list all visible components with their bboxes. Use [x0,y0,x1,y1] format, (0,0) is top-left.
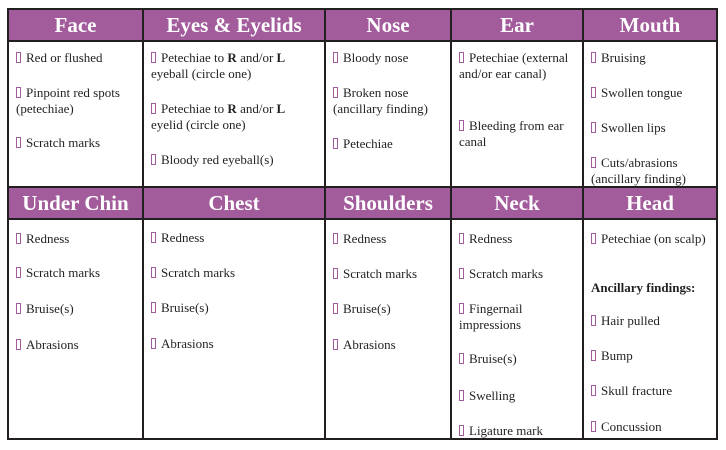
section-title: Mouth [584,10,716,42]
section-title: Eyes & Eyelids [144,10,324,42]
section-shoulders: Shoulders Redness Scratch marks Bruise(s… [324,186,450,438]
section-title: Neck [452,188,582,220]
checkbox-item[interactable]: Bloody nose [333,50,446,66]
checkbox-icon[interactable] [591,87,596,98]
checkbox-icon[interactable] [459,268,464,279]
section-title: Shoulders [326,188,450,220]
checkbox-item[interactable]: Swollen tongue [591,85,712,101]
checkbox-item[interactable]: Pinpoint red spots (petechiae) [16,85,120,116]
section-ear: Ear Petechiae (external and/or ear canal… [450,10,582,186]
section-title: Under Chin [9,188,142,220]
checkbox-item[interactable]: Abrasions [16,337,138,353]
checkbox-item[interactable]: Redness [151,230,320,246]
checkbox-item[interactable]: Hair pulled [591,313,712,329]
checkbox-icon[interactable] [459,353,464,364]
checkbox-item[interactable]: Scratch marks [333,266,446,282]
checkbox-icon[interactable] [333,138,338,149]
checkbox-icon[interactable] [151,267,156,278]
checkbox-icon[interactable] [333,233,338,244]
checkbox-icon[interactable] [333,339,338,350]
checkbox-icon[interactable] [151,52,156,63]
checkbox-item[interactable]: Petechiae (on scalp) [591,231,712,247]
checkbox-icon[interactable] [333,87,338,98]
checkbox-icon[interactable] [591,157,596,168]
checkbox-icon[interactable] [16,303,21,314]
checkbox-item[interactable]: Skull fracture [591,383,712,399]
checkbox-icon[interactable] [16,137,21,148]
ancillary-findings-label: Ancillary findings: [591,280,696,295]
section-title: Face [9,10,142,42]
checkbox-icon[interactable] [459,233,464,244]
checkbox-item[interactable]: Scratch marks [151,265,320,281]
checkbox-icon[interactable] [151,302,156,313]
checkbox-item[interactable]: Scratch marks [16,135,138,151]
checkbox-icon[interactable] [151,154,156,165]
checkbox-item[interactable]: Swelling [459,388,578,404]
checkbox-item[interactable]: Abrasions [333,337,446,353]
section-title: Nose [326,10,450,42]
checkbox-item[interactable]: Ligature mark [459,423,578,439]
section-title: Chest [144,188,324,220]
checkbox-item[interactable]: Abrasions [151,336,320,352]
section-title: Head [584,188,716,220]
checkbox-item[interactable]: Petechiae [333,136,446,152]
checkbox-icon[interactable] [16,339,21,350]
section-neck: Neck Redness Scratch marks Fingernail im… [450,186,582,438]
checkbox-item[interactable]: Scratch marks [16,265,138,281]
checkbox-item[interactable]: Bruise(s) [16,301,138,317]
checkbox-item[interactable]: Bleeding from ear canal [459,118,564,149]
section-chest: Chest Redness Scratch marks Bruise(s) Ab… [142,186,324,438]
checkbox-icon[interactable] [459,425,464,436]
checkbox-item[interactable]: Cuts/abrasions (ancillary finding) [591,155,686,186]
checkbox-item[interactable]: Broken nose (ancillary finding) [333,85,428,116]
checkbox-icon[interactable] [459,303,464,314]
section-under-chin: Under Chin Redness Scratch marks Bruise(… [9,186,142,438]
section-nose: Nose Bloody nose Broken nose (ancillary … [324,10,450,186]
checkbox-item[interactable]: Red or flushed [16,50,138,66]
checkbox-item[interactable]: Bump [591,348,712,364]
checkbox-icon[interactable] [591,350,596,361]
checkbox-icon[interactable] [16,87,21,98]
checkbox-icon[interactable] [459,52,464,63]
section-eyes-eyelids: Eyes & Eyelids Petechiae to R and/or L e… [142,10,324,186]
checkbox-icon[interactable] [16,267,21,278]
checkbox-item[interactable]: Petechiae to R and/or L eyelid (circle o… [151,101,286,132]
checkbox-icon[interactable] [16,52,21,63]
injury-checklist-table: Face Red or flushed Pinpoint red spots (… [7,8,718,440]
checkbox-item[interactable]: Redness [16,231,138,247]
section-head: Head Petechiae (on scalp) Ancillary find… [582,186,716,438]
checkbox-icon[interactable] [459,390,464,401]
checkbox-item[interactable]: Bloody red eyeball(s) [151,152,320,168]
checkbox-icon[interactable] [333,52,338,63]
checkbox-item[interactable]: Swollen lips [591,120,712,136]
checkbox-item[interactable]: Petechiae to R and/or L eyeball (circle … [151,50,286,81]
checkbox-icon[interactable] [591,385,596,396]
checkbox-item[interactable]: Fingernail impressions [459,301,523,332]
checkbox-item[interactable]: Redness [333,231,446,247]
checkbox-icon[interactable] [151,103,156,114]
checkbox-item[interactable]: Petechiae (external and/or ear canal) [459,50,569,81]
checkbox-item[interactable]: Bruise(s) [459,351,578,367]
checkbox-icon[interactable] [591,52,596,63]
checkbox-item[interactable]: Scratch marks [459,266,578,282]
checkbox-item[interactable]: Bruise(s) [333,301,446,317]
checkbox-item[interactable]: Bruising [591,50,712,66]
checkbox-icon[interactable] [459,120,464,131]
checkbox-icon[interactable] [151,232,156,243]
checkbox-icon[interactable] [151,338,156,349]
checkbox-icon[interactable] [591,421,596,432]
section-mouth: Mouth Bruising Swollen tongue Swollen li… [582,10,716,186]
checkbox-icon[interactable] [591,315,596,326]
section-face: Face Red or flushed Pinpoint red spots (… [9,10,142,186]
checkbox-icon[interactable] [591,122,596,133]
checkbox-icon[interactable] [16,233,21,244]
checkbox-item[interactable]: Concussion [591,419,712,435]
checkbox-icon[interactable] [333,303,338,314]
checkbox-icon[interactable] [333,268,338,279]
checkbox-icon[interactable] [591,233,596,244]
checkbox-item[interactable]: Bruise(s) [151,300,320,316]
section-title: Ear [452,10,582,42]
checkbox-item[interactable]: Redness [459,231,578,247]
